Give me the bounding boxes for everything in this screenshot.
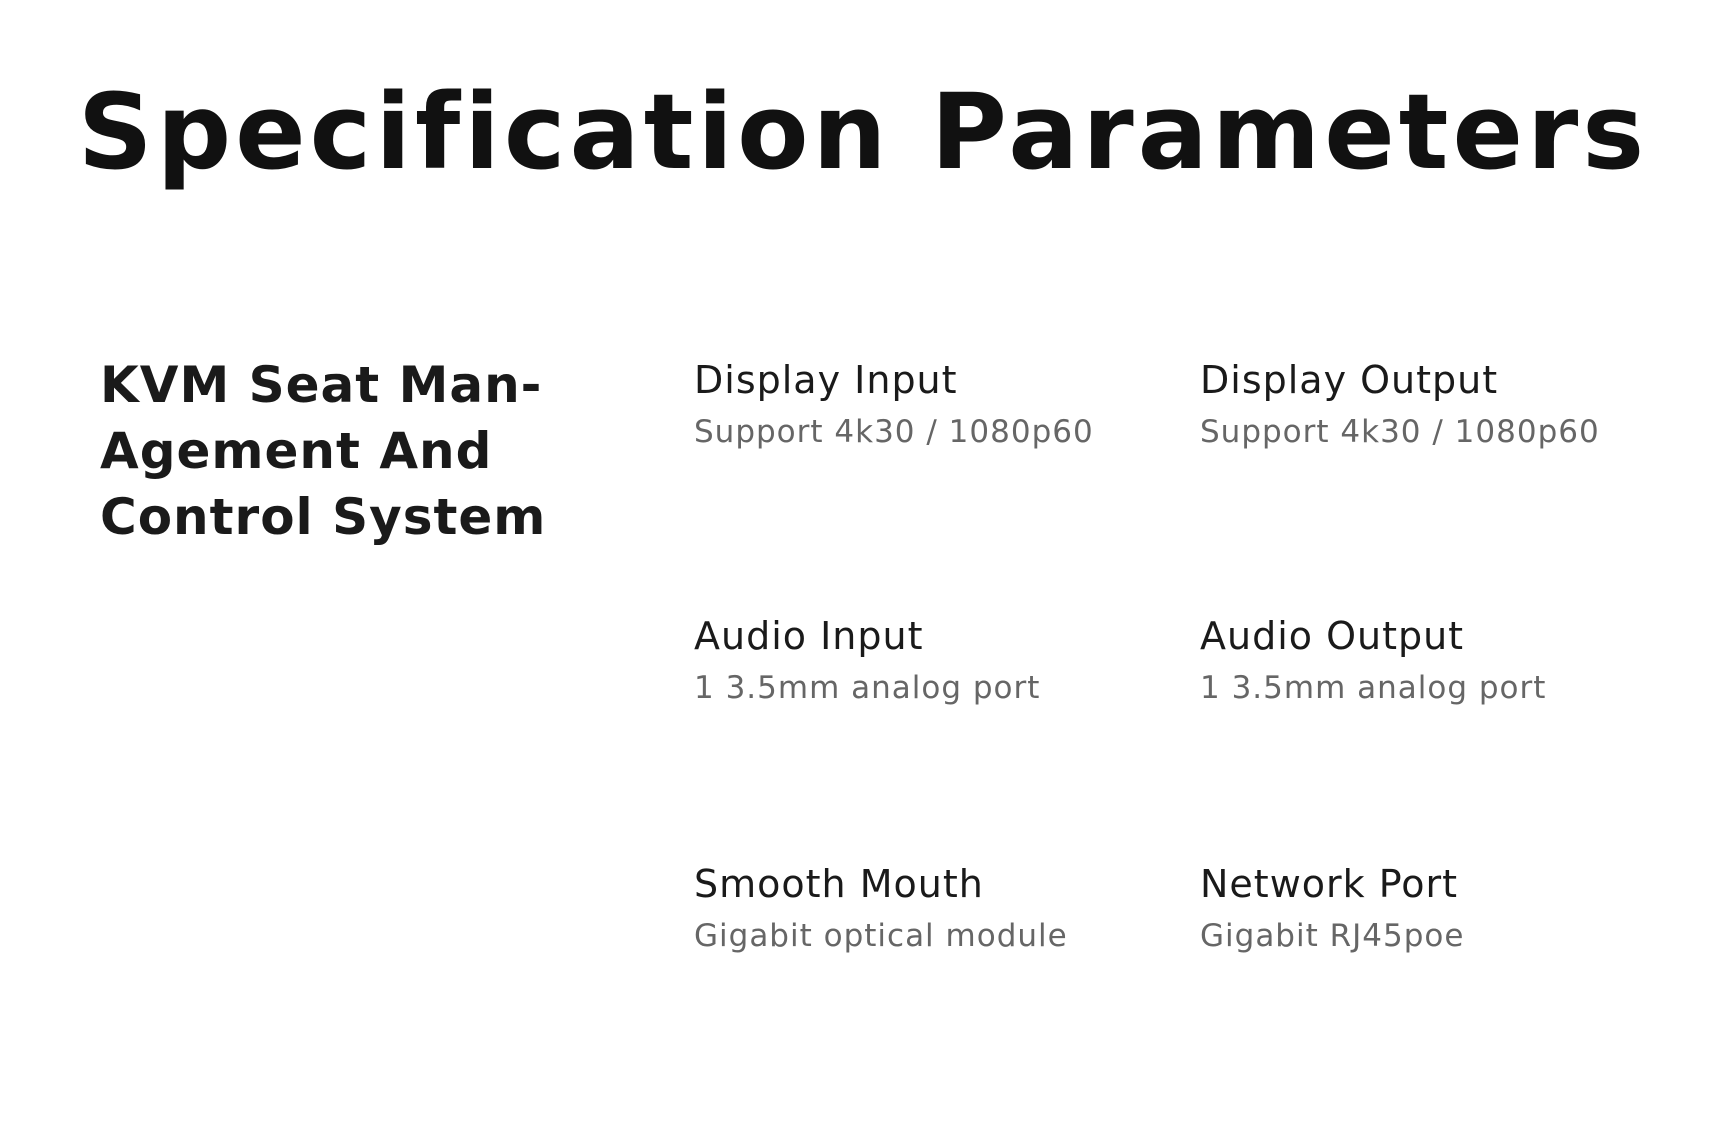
page-title: Specification Parameters [77, 71, 1649, 193]
spec-label: Display Input [694, 358, 958, 402]
spec-label: Network Port [1200, 862, 1459, 906]
spec-value: 1 3.5mm analog port [694, 670, 1041, 706]
spec-smooth-mouth: Smooth Mouth Gigabit optical module [694, 860, 1174, 956]
spec-network-port: Network Port Gigabit RJ45poe [1200, 860, 1680, 956]
spec-value: Gigabit RJ45poe [1200, 918, 1465, 954]
spec-value: 1 3.5mm analog port [1200, 670, 1547, 706]
spec-label: Smooth Mouth [694, 862, 984, 906]
spec-display-input: Display Input Support 4k30 / 1080p60 [694, 356, 1174, 452]
spec-audio-output: Audio Output 1 3.5mm analog port [1200, 612, 1680, 708]
spec-display-output: Display Output Support 4k30 / 1080p60 [1200, 356, 1680, 452]
spec-label: Audio Input [694, 614, 924, 658]
spec-label: Display Output [1200, 358, 1499, 402]
spec-value: Gigabit optical module [694, 918, 1068, 954]
spec-value: Support 4k30 / 1080p60 [1200, 414, 1600, 450]
spec-label: Audio Output [1200, 614, 1465, 658]
product-name-line: Control System [100, 488, 547, 546]
spec-audio-input: Audio Input 1 3.5mm analog port [694, 612, 1174, 708]
spec-value: Support 4k30 / 1080p60 [694, 414, 1094, 450]
product-name-line: KVM Seat Man- [100, 356, 543, 414]
product-name: KVM Seat Man- Agement And Control System [100, 352, 600, 550]
product-name-line: Agement And [100, 422, 493, 480]
